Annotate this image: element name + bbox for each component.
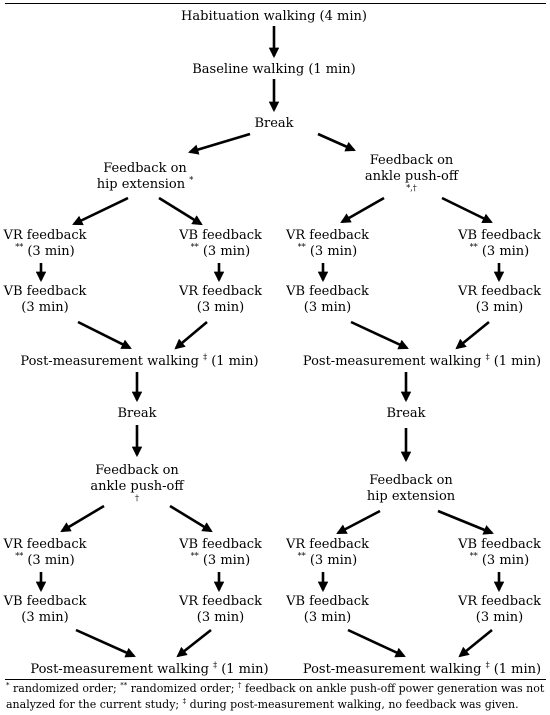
baseline-node: Baseline walking (1 min) <box>192 62 356 77</box>
right-col3-node: VR feedback ** (3 min) <box>285 537 370 568</box>
right-col2b-node: VR feedback (3 min) <box>457 284 542 315</box>
arrow-right-fb2-to-col2 <box>437 509 494 535</box>
right-col2-node: VB feedback ** (3 min) <box>458 228 541 259</box>
arrow-left-col3-to-post2 <box>75 628 136 658</box>
left-break-node: Break <box>117 406 157 421</box>
right-post-node: Post-measurement walking ‡ (1 min) <box>302 352 542 369</box>
arrow-left-fb-to-col2 <box>158 196 203 226</box>
habituation-node: Habituation walking (4 min) <box>181 9 367 24</box>
arrow-left-fb2-to-col1 <box>60 504 105 533</box>
arrow-right-col1-to-post <box>350 320 409 350</box>
arrow-right-col4-to-post2 <box>458 628 493 658</box>
footnote: * randomized order; ** randomized order;… <box>6 681 545 711</box>
left-col4b-node: VR feedback (3 min) <box>178 594 263 625</box>
right-col4-node: VB feedback ** (3 min) <box>458 537 541 568</box>
left-col3-node: VR feedback ** (3 min) <box>3 537 87 568</box>
right-post2-node: Post-measurement walking ‡ (1 min) <box>302 660 542 677</box>
arrow-left-fb2-to-col2 <box>169 504 213 533</box>
left-post-node: Post-measurement walking ‡ (1 min) <box>20 352 259 369</box>
arrow-right-col2-to-post <box>455 320 490 350</box>
left-col1-node: VR feedback ** (3 min) <box>3 228 87 259</box>
right-feedback-node: Feedback on ankle push-off *,† <box>364 153 459 193</box>
left-col4-node: VB feedback ** (3 min) <box>179 537 262 568</box>
arrow-left-col1-to-post <box>77 320 132 350</box>
bottom-rule <box>5 679 546 680</box>
arrow-left-col2-to-post <box>174 321 208 350</box>
right-col3b-node: VB feedback (3 min) <box>286 594 369 625</box>
arrow-left-col4-to-post2 <box>176 628 212 658</box>
right-break-node: Break <box>386 406 426 421</box>
left-col2-node: VB feedback ** (3 min) <box>179 228 262 259</box>
arrow-break-to-right <box>317 132 356 152</box>
left-col2b-node: VR feedback (3 min) <box>178 284 263 315</box>
arrow-break-to-left <box>188 132 251 155</box>
arrow-right-fb2-to-col1 <box>336 509 381 535</box>
left-col1b-node: VB feedback (3 min) <box>3 284 87 315</box>
arrow-right-fb-to-col2 <box>441 196 493 224</box>
right-col1-node: VR feedback ** (3 min) <box>285 228 370 259</box>
arrow-right-col3-to-post2 <box>347 628 406 658</box>
left-feedback2-node: Feedback on ankle push-off † <box>90 463 184 503</box>
right-col1b-node: VB feedback (3 min) <box>286 284 369 315</box>
right-feedback2-node: Feedback on hip extension <box>366 473 456 504</box>
break-top-node: Break <box>254 116 294 131</box>
left-post2-node: Post-measurement walking ‡ (1 min) <box>30 660 269 677</box>
left-col3b-node: VB feedback (3 min) <box>3 594 87 625</box>
arrow-left-fb-to-col1 <box>72 196 129 226</box>
arrow-right-fb-to-col1 <box>340 196 385 224</box>
right-col4b-node: VR feedback (3 min) <box>457 594 542 625</box>
top-rule <box>5 3 546 4</box>
left-feedback-node: Feedback on hip extension * <box>96 161 194 192</box>
